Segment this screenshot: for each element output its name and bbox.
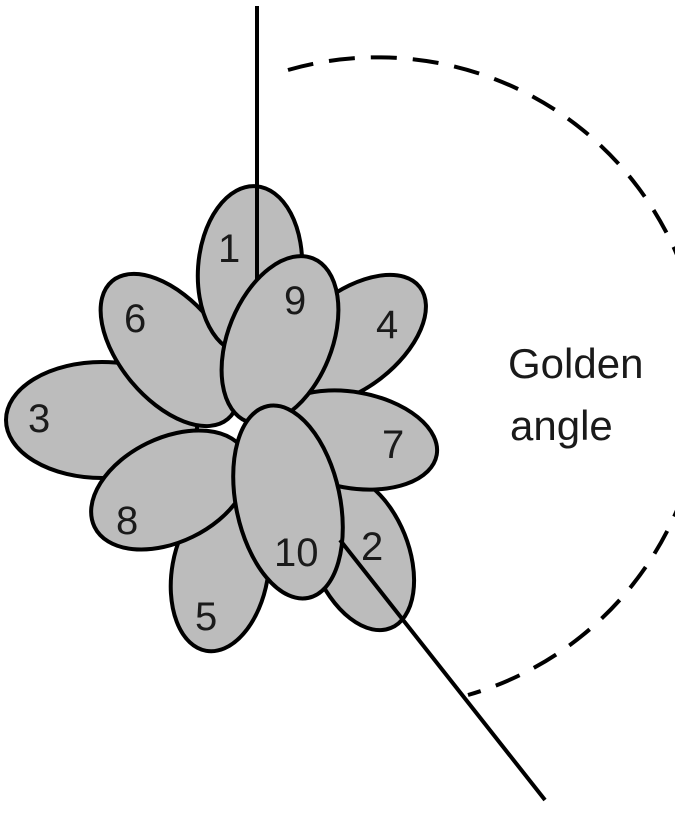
petal-7-number: 7 — [382, 423, 404, 467]
petal-5-number: 5 — [195, 595, 217, 639]
petal-9-number: 9 — [284, 279, 306, 323]
golden-angle-arc — [287, 55, 675, 697]
petal-3-number: 3 — [28, 397, 50, 441]
petal-2-number: 2 — [361, 525, 383, 569]
petal-8-number: 8 — [116, 499, 138, 543]
petal-4-number: 4 — [376, 303, 398, 347]
annotation-line-1: Golden — [508, 340, 643, 387]
petal-1-number: 1 — [218, 227, 240, 271]
petal-10-number: 10 — [274, 531, 319, 575]
diagonal-reference-line — [338, 538, 547, 802]
petal-10: 10 — [231, 403, 345, 601]
petal-6-number: 6 — [124, 297, 146, 341]
annotation-line-2: angle — [510, 402, 613, 449]
